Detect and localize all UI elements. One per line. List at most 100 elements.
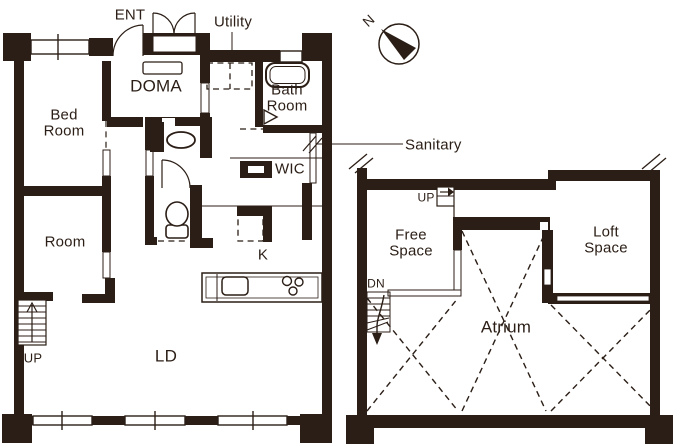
opening bbox=[162, 118, 175, 126]
down-arrow-head bbox=[372, 333, 382, 345]
atrium-diagonal bbox=[461, 230, 547, 412]
fridge-space-dashed bbox=[237, 212, 264, 242]
east-wall bbox=[322, 33, 332, 418]
basin-pier bbox=[200, 122, 212, 158]
kitchen-north-wall bbox=[237, 206, 272, 216]
bath-room-label-line2: Room bbox=[266, 97, 308, 114]
washbasin-bowl bbox=[166, 131, 196, 149]
pillar-bottom-right bbox=[300, 414, 332, 443]
loft-north-wall-upper bbox=[548, 170, 660, 181]
basin-pier bbox=[150, 122, 164, 152]
kitchen-wall bbox=[263, 216, 272, 242]
free-space-label-line2: Space bbox=[389, 242, 433, 259]
washbasin bbox=[166, 131, 196, 149]
compass-needle bbox=[381, 29, 416, 60]
break-mark bbox=[348, 153, 368, 170]
bed-room-label: Bed Room bbox=[43, 107, 85, 139]
doma-south-wall bbox=[107, 117, 143, 127]
closet-inner bbox=[248, 166, 264, 173]
bedroom-window bbox=[30, 39, 90, 55]
down-arrow-shaft bbox=[376, 294, 385, 340]
room-label: Room bbox=[44, 233, 86, 251]
loft-space-label-line2: Space bbox=[584, 239, 628, 256]
utility-west-wall bbox=[200, 113, 210, 126]
door-swing-arc bbox=[173, 12, 196, 35]
free-space-railing bbox=[453, 249, 462, 293]
sliding-door bbox=[102, 149, 111, 177]
wic-closet bbox=[240, 161, 272, 178]
break-mark bbox=[308, 137, 323, 154]
wic-label: WIC bbox=[275, 160, 305, 178]
loft-pillar-left bbox=[346, 415, 374, 444]
stove-burner bbox=[288, 286, 298, 296]
first-floor-plan bbox=[2, 12, 403, 443]
toilet bbox=[165, 201, 189, 239]
bathtub bbox=[263, 62, 310, 126]
bathtub-outer bbox=[265, 62, 310, 88]
ent-door-swing-arc bbox=[112, 24, 144, 57]
up-arrow-head bbox=[448, 187, 454, 197]
compass-circle bbox=[378, 23, 420, 65]
dashed-fixtures bbox=[206, 62, 264, 242]
kitchen-label: K bbox=[257, 246, 269, 264]
wall-stub bbox=[105, 278, 115, 303]
stair-wall-stub bbox=[14, 292, 53, 301]
atrium-label: Atrium bbox=[480, 317, 532, 337]
loft-west-wall bbox=[357, 168, 367, 418]
loft-pillar-right bbox=[645, 415, 673, 444]
door-swing-arc bbox=[161, 159, 191, 189]
stairs-up bbox=[17, 299, 47, 346]
sanitary-north-wall bbox=[145, 117, 212, 126]
loft-space-label-line1: Loft bbox=[593, 223, 619, 241]
wall-notch bbox=[540, 222, 548, 230]
toilet-tank bbox=[165, 224, 189, 239]
atrium-diagonal bbox=[366, 297, 459, 412]
utility-west-wall bbox=[200, 33, 210, 83]
up-arrow-head bbox=[26, 301, 38, 313]
bath-window bbox=[279, 50, 303, 63]
up-label-loft: UP bbox=[417, 190, 435, 205]
bedroom-room-divider bbox=[18, 186, 111, 196]
atrium-diagonal bbox=[366, 297, 459, 412]
leader-lines bbox=[231, 32, 403, 154]
break-mark bbox=[302, 135, 317, 152]
kitchen-sink bbox=[221, 276, 249, 296]
sanitary-label: Sanitary bbox=[405, 136, 462, 154]
loft-space-label: Loft Space bbox=[584, 223, 628, 256]
door-swing-arc bbox=[152, 12, 175, 35]
free-space-label-line1: Free bbox=[395, 226, 427, 244]
stove-burner bbox=[294, 277, 304, 287]
stair-box bbox=[366, 291, 391, 333]
sliding-door bbox=[102, 251, 111, 279]
bed-room-label-line2: Room bbox=[43, 122, 85, 139]
atrium-north-wall bbox=[453, 217, 550, 230]
toilet-east-wall bbox=[190, 185, 202, 240]
free-space-east-wall bbox=[453, 217, 462, 250]
break-marks bbox=[348, 153, 667, 174]
dn-label: DN bbox=[367, 276, 385, 291]
entrance-doors bbox=[112, 12, 203, 75]
toilet-bowl bbox=[165, 201, 189, 227]
corridor-wall bbox=[145, 126, 154, 150]
counter-inner bbox=[205, 276, 319, 299]
inner-east-wall bbox=[302, 183, 312, 240]
pillar-top-left bbox=[3, 33, 31, 61]
loft-north-wall bbox=[357, 179, 550, 190]
break-mark bbox=[641, 153, 661, 170]
compass bbox=[378, 23, 420, 65]
bath-room-label-line1: Bath bbox=[271, 81, 303, 99]
bath-room-label: Bath Room bbox=[266, 81, 308, 114]
utility-bath-divider bbox=[255, 60, 263, 127]
atrium-dashed-x bbox=[366, 230, 656, 412]
loft-floor-plan bbox=[346, 153, 673, 444]
loft-walls bbox=[346, 168, 673, 444]
wall-stub bbox=[82, 294, 115, 303]
sliding-door bbox=[200, 82, 210, 114]
loft-ladder-up bbox=[436, 186, 455, 217]
free-space-south-line bbox=[387, 289, 462, 297]
ld-label: LD bbox=[154, 346, 178, 366]
up-label-first-floor: UP bbox=[23, 350, 43, 366]
room-east-wall bbox=[102, 196, 111, 252]
